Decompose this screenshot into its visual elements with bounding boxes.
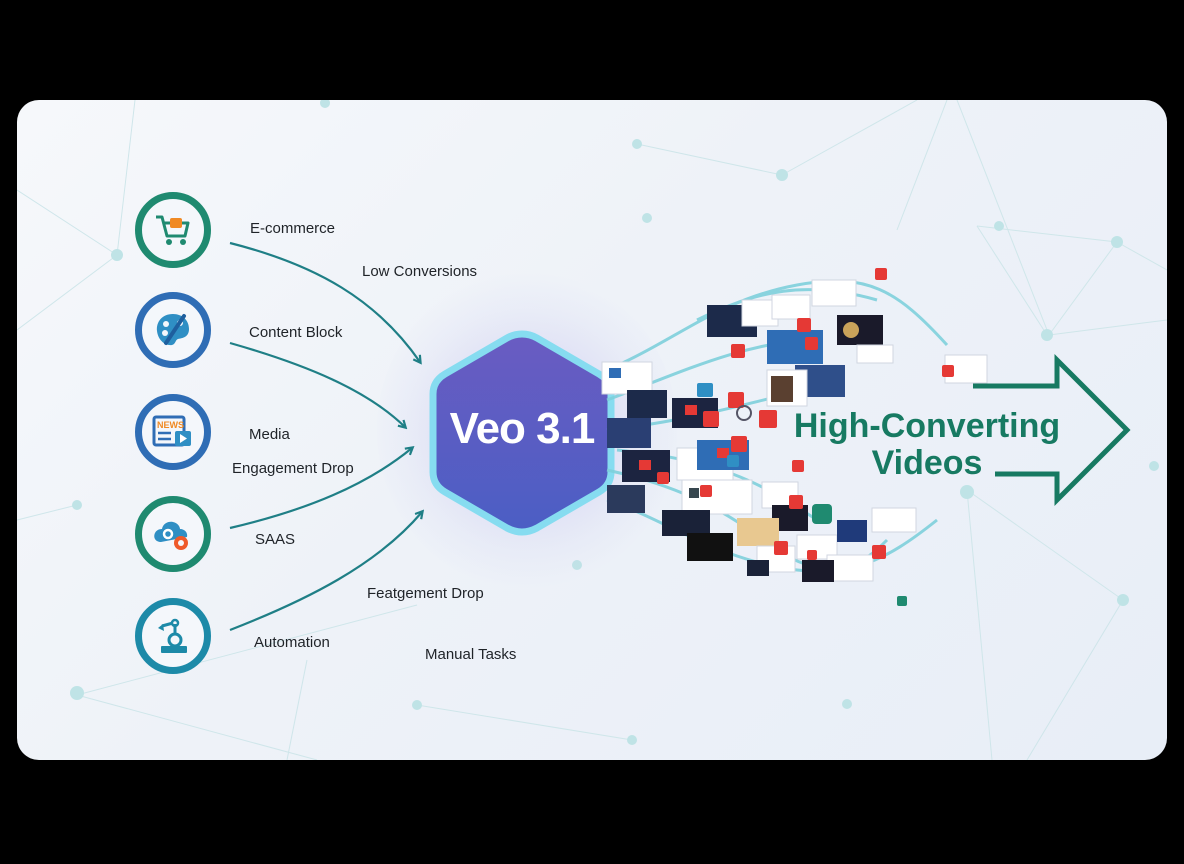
svg-text:NEWS: NEWS [157, 420, 184, 430]
cloud-gear-icon [154, 521, 188, 550]
input-label-saas: SAAS [255, 531, 296, 548]
veo-label: Veo 3.1 [449, 404, 596, 453]
pain-point-featgement-drop: Featgement Drop [367, 585, 484, 602]
input-label-ecommerce: E-commerce [250, 220, 336, 237]
news-icon: NEWS [152, 415, 191, 447]
pain-point-engagement-drop: Engagement Drop [232, 460, 354, 477]
input-label-automation: Automation [254, 634, 330, 651]
shopping-cart-icon [156, 215, 190, 245]
video-thumbnail-flow [601, 268, 988, 606]
app-icons [697, 383, 907, 606]
arrow-right-icon [973, 353, 1131, 507]
input-saas [135, 496, 211, 572]
pain-point-low-conversions: Low Conversions [362, 263, 478, 280]
input-content-block [135, 292, 211, 368]
hexagon-shape [429, 330, 615, 536]
palette-brush-icon [156, 314, 189, 346]
robot-arm-icon [158, 618, 187, 653]
pain-point-manual-tasks: Manual Tasks [425, 646, 517, 663]
input-label-content-block: Content Block [249, 324, 343, 341]
diagram-card: E-commerce Content Block NEWS Media SAAS [17, 100, 1167, 760]
thumbnail-cards [601, 279, 988, 582]
input-media: NEWS [135, 394, 211, 470]
output-title-line2: Videos [871, 444, 983, 482]
output-title-line1: High-Converting [793, 407, 1061, 445]
play-icons [657, 268, 954, 560]
network-background [17, 100, 1167, 760]
input-connectors [229, 241, 1167, 632]
output-title: High-Converting Videos [777, 408, 1077, 482]
input-label-media: Media [249, 426, 290, 443]
input-automation [135, 598, 211, 674]
veo-hexagon: Veo 3.1 [427, 328, 617, 538]
input-ecommerce [135, 192, 211, 268]
